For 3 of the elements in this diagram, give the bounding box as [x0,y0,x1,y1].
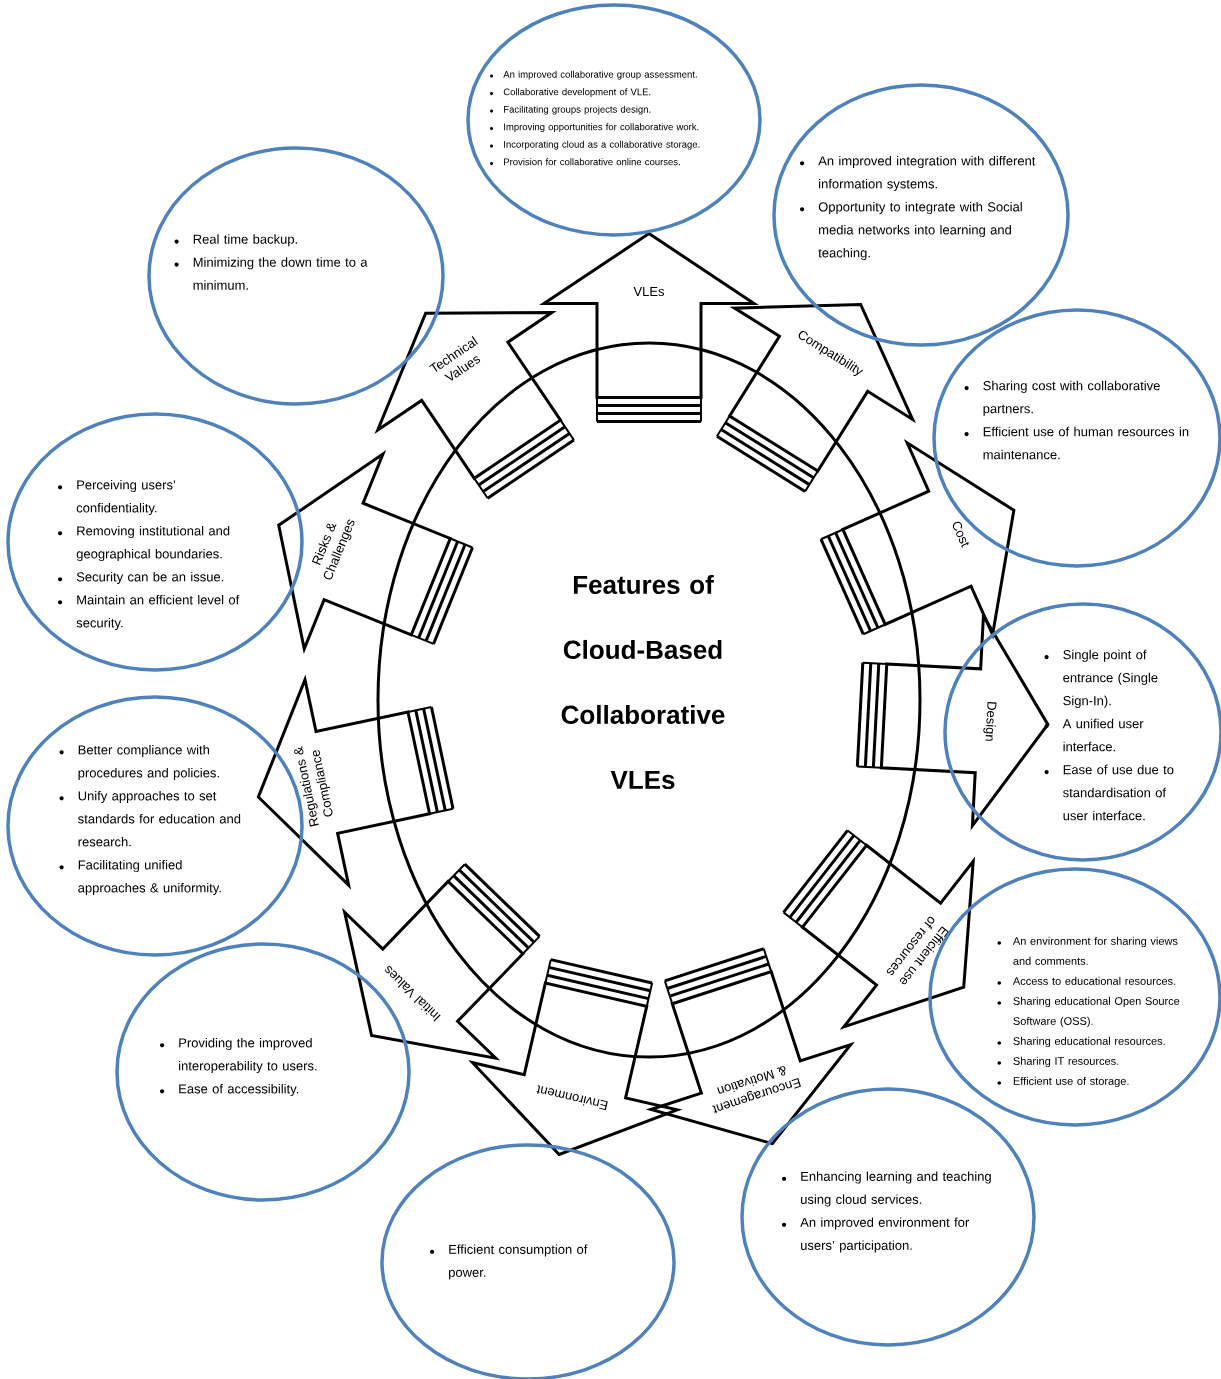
bullet-bubble: Perceiving users’ confidentiality. Removing institutional and geographical boundaries. Security can be an issue. Maintain an efficient level of security. [6,412,304,672]
bullet-bubble: Efficient consumption of power. [380,1143,676,1379]
bullet-bubble: An improved collaborative group assessment. Collaborative development of VLE. Facilitating groups projects design. Improving opportunities for collaborative work. Incorporating cloud as a collaborative storage. Provision for collaborative online courses. [466,3,762,237]
